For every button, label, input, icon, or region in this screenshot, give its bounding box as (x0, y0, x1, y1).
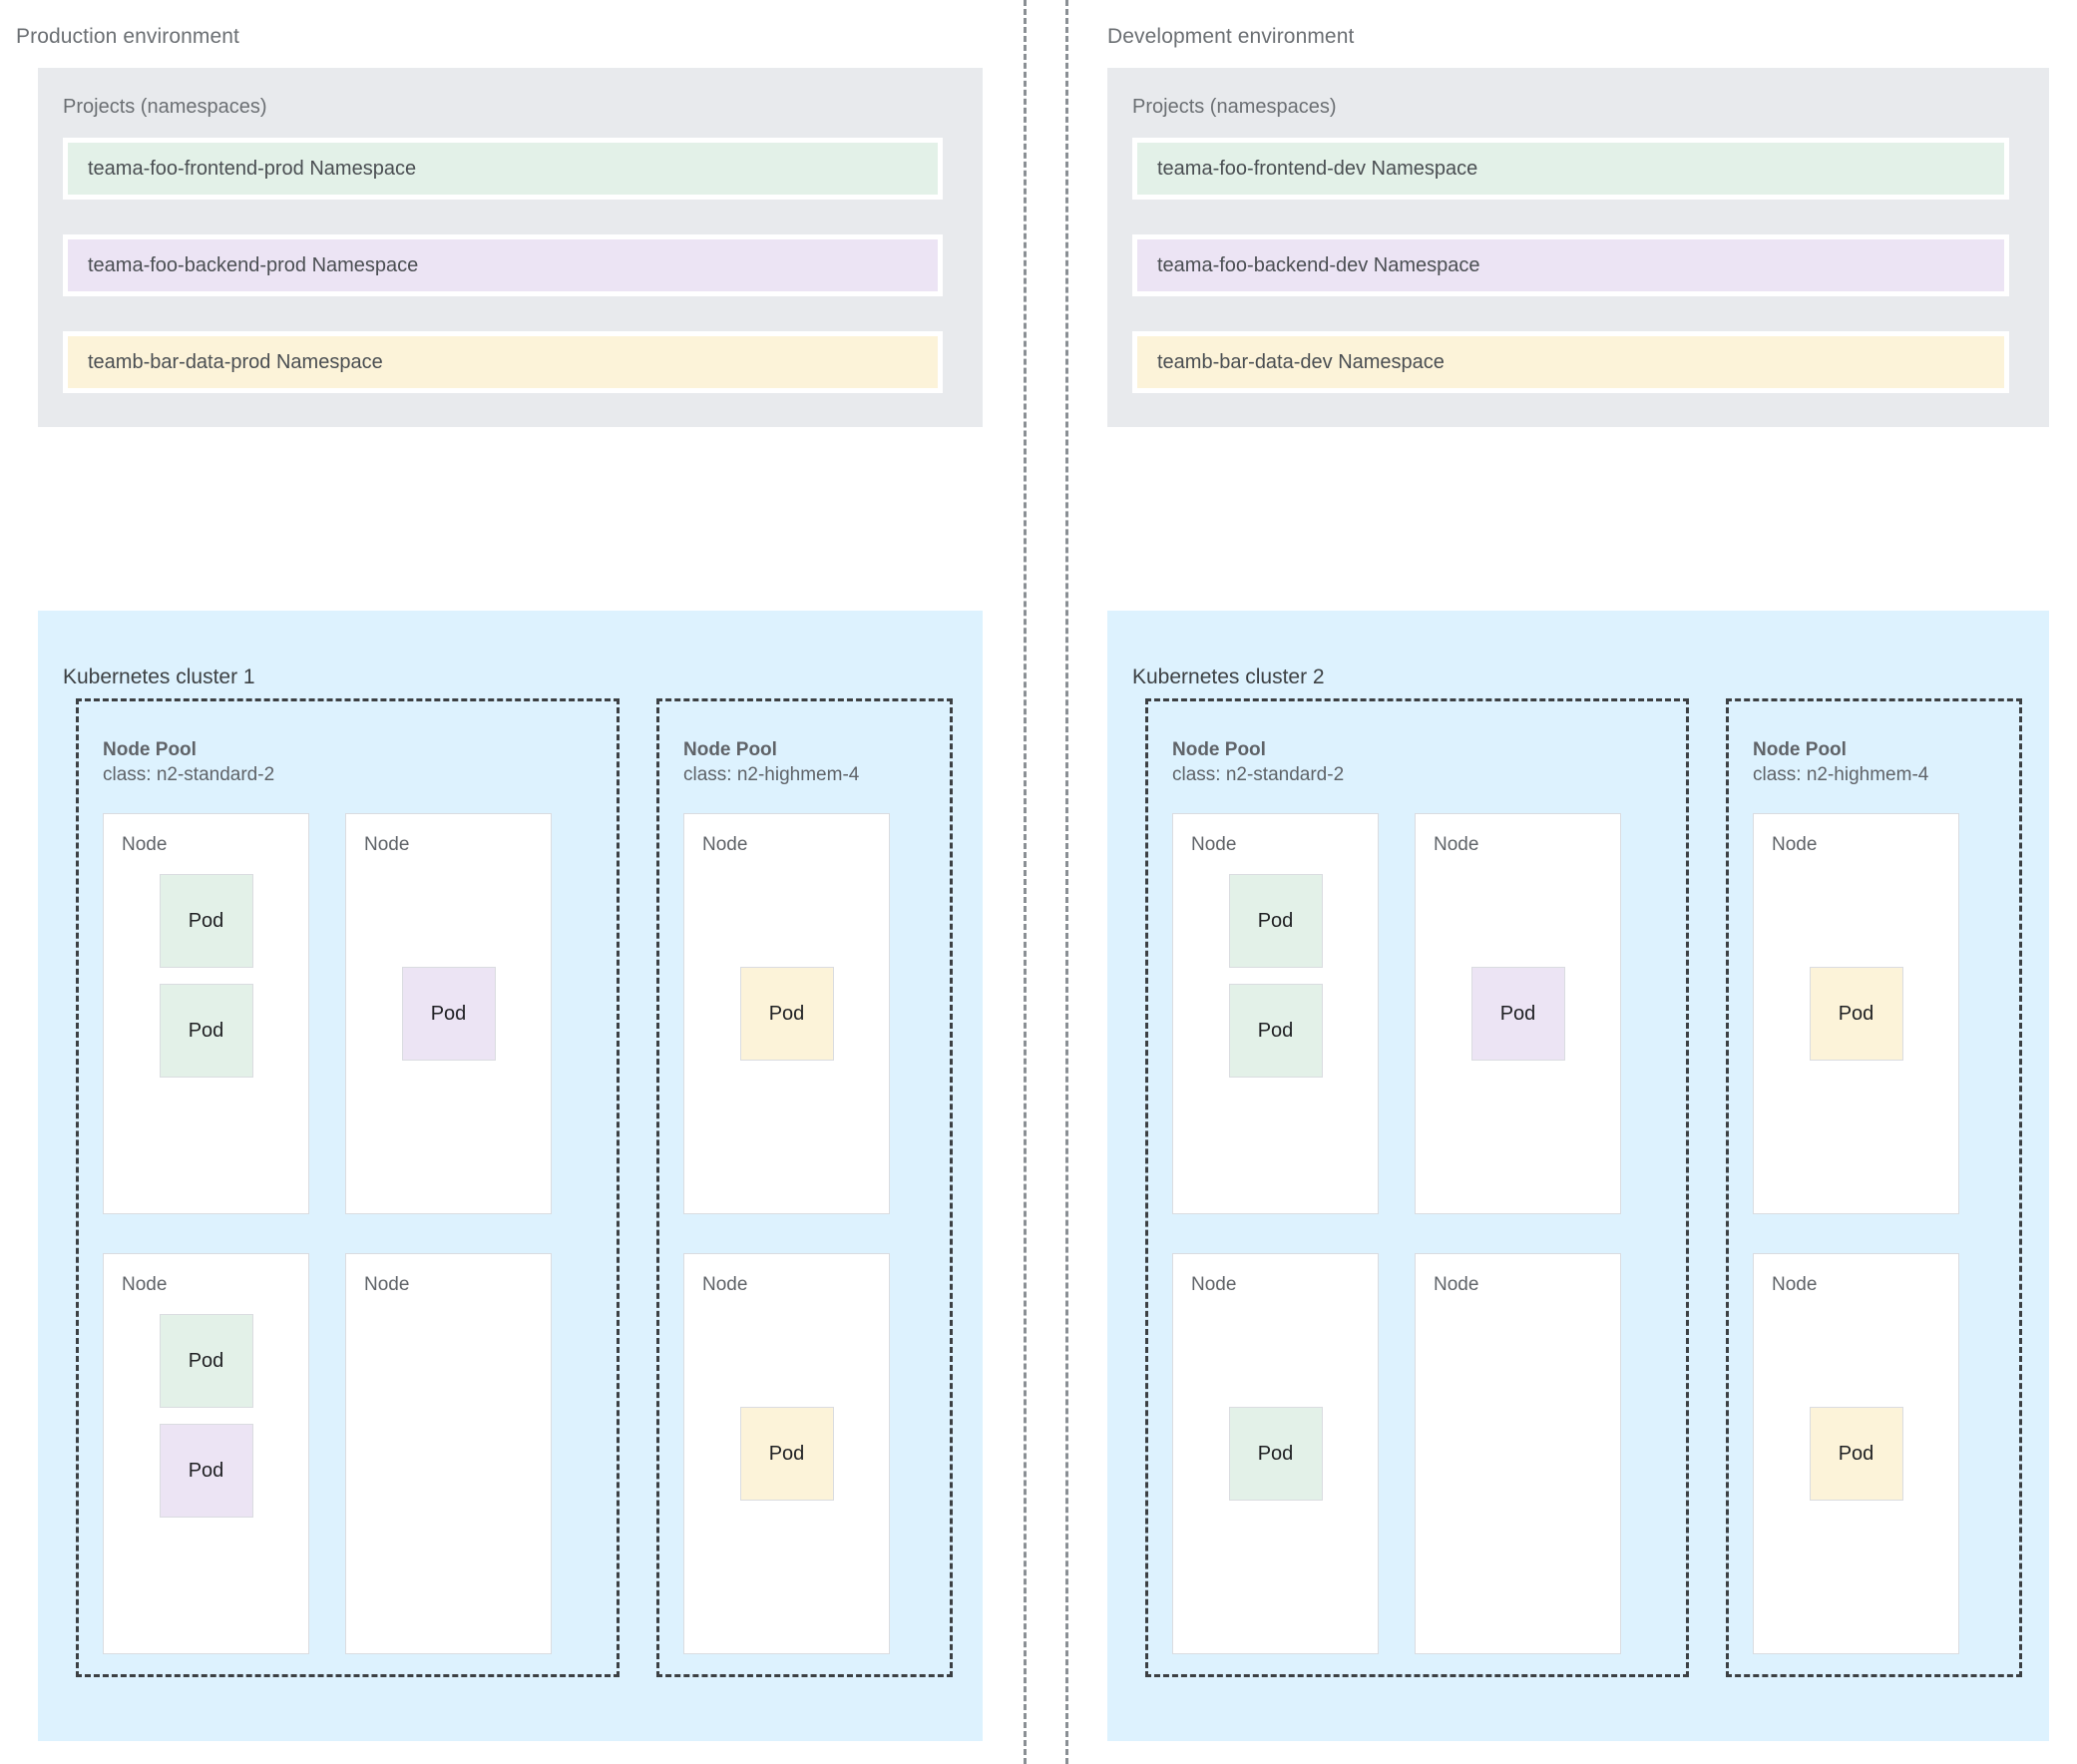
pod[interactable]: Pod (159, 1424, 253, 1519)
node-pool-header: Node Pool class: n2-standard-2 (103, 737, 617, 787)
node-pool-class: class: n2-standard-2 (103, 764, 275, 786)
node-label: Node (1434, 1274, 1479, 1296)
node-pool-name: Node Pool (683, 739, 777, 760)
node-label: Node (1191, 1274, 1237, 1296)
node-pool-header: Node Pool class: n2-standard-2 (1172, 737, 1686, 787)
pod[interactable]: Pod (1809, 967, 1903, 1062)
environment-divider-line-left (1024, 0, 1027, 1764)
environment-divider-line-right (1065, 0, 1068, 1764)
node-pool-class: class: n2-highmem-4 (1753, 764, 1929, 786)
cluster-title: Kubernetes cluster 2 (1132, 665, 1325, 688)
namespace-box[interactable]: teama-foo-backend-dev Namespace (1132, 234, 2009, 296)
pod[interactable]: Pod (1228, 874, 1323, 969)
node-label: Node (702, 834, 748, 856)
node-label: Node (1191, 834, 1237, 856)
node[interactable]: Node (1415, 1253, 1621, 1655)
node-label: Node (364, 834, 410, 856)
pod[interactable]: Pod (1228, 1407, 1323, 1502)
environment-production: Production environment Projects (namespa… (0, 0, 1024, 1764)
pod-container: Pod Pod (104, 874, 308, 1213)
node-pool: Node Pool class: n2-standard-2 Node Pod … (76, 698, 620, 1677)
pod[interactable]: Pod (401, 967, 496, 1062)
node-pool-header: Node Pool class: n2-highmem-4 (683, 737, 950, 787)
namespace-list: teama-foo-frontend-prod Namespace teama-… (63, 138, 943, 393)
kubernetes-cluster: Kubernetes cluster 2 Node Pool class: n2… (1107, 611, 2049, 1741)
projects-panel-title: Projects (namespaces) (63, 96, 267, 118)
node[interactable]: Node Pod Pod (103, 1253, 309, 1655)
node-pool: Node Pool class: n2-highmem-4 Node Pod N… (1726, 698, 2022, 1677)
projects-panel: Projects (namespaces) teama-foo-frontend… (1107, 68, 2049, 427)
pod[interactable]: Pod (159, 1314, 253, 1409)
node[interactable]: Node (345, 1253, 552, 1655)
pod-container: Pod Pod (1173, 874, 1378, 1213)
namespace-box[interactable]: teama-foo-frontend-prod Namespace (63, 138, 943, 200)
node-grid: Node Pod Node Pod (1729, 813, 2019, 1655)
pod[interactable]: Pod (1809, 1407, 1903, 1502)
pod-container: Pod (684, 814, 889, 1213)
projects-panel: Projects (namespaces) teama-foo-frontend… (38, 68, 983, 427)
node[interactable]: Node Pod (1415, 813, 1621, 1215)
pod-container: Pod (1754, 1254, 1958, 1653)
node-grid: Node Pod Pod Node Pod Node (79, 813, 617, 1655)
node[interactable]: Node Pod (1753, 813, 1959, 1215)
pod-container (1416, 1314, 1620, 1653)
node-pool-name: Node Pool (103, 739, 197, 760)
kubernetes-cluster: Kubernetes cluster 1 Node Pool class: n2… (38, 611, 983, 1741)
pod-container: Pod (1754, 814, 1958, 1213)
node[interactable]: Node Pod (683, 813, 890, 1215)
node-grid: Node Pod Pod Node Pod Node (1148, 813, 1686, 1655)
pod-container: Pod (684, 1254, 889, 1653)
node-label: Node (122, 1274, 168, 1296)
pod[interactable]: Pod (739, 1407, 834, 1502)
pod[interactable]: Pod (1228, 984, 1323, 1079)
node[interactable]: Node Pod (1753, 1253, 1959, 1655)
node-pool: Node Pool class: n2-standard-2 Node Pod … (1145, 698, 1689, 1677)
pod[interactable]: Pod (159, 984, 253, 1079)
pod-container: Pod (346, 814, 551, 1213)
namespace-box[interactable]: teamb-bar-data-prod Namespace (63, 331, 943, 393)
pod[interactable]: Pod (1470, 967, 1565, 1062)
node[interactable]: Node Pod Pod (103, 813, 309, 1215)
environment-development: Development environment Projects (namesp… (1107, 0, 2077, 1764)
pod-container: Pod (1173, 1254, 1378, 1653)
projects-panel-title: Projects (namespaces) (1132, 96, 1337, 118)
node-pool-name: Node Pool (1753, 739, 1847, 760)
node-pool: Node Pool class: n2-highmem-4 Node Pod N… (656, 698, 953, 1677)
namespace-box[interactable]: teama-foo-frontend-dev Namespace (1132, 138, 2009, 200)
namespace-box[interactable]: teama-foo-backend-prod Namespace (63, 234, 943, 296)
node-label: Node (1772, 834, 1818, 856)
node-pool-class: class: n2-standard-2 (1172, 764, 1345, 786)
node-pool-header: Node Pool class: n2-highmem-4 (1753, 737, 2019, 787)
node-label: Node (1772, 1274, 1818, 1296)
environment-title: Production environment (16, 25, 239, 48)
node-grid: Node Pod Node Pod (659, 813, 950, 1655)
environment-title: Development environment (1107, 25, 1355, 48)
node[interactable]: Node Pod Pod (1172, 813, 1379, 1215)
namespace-box[interactable]: teamb-bar-data-dev Namespace (1132, 331, 2009, 393)
pod-container: Pod Pod (104, 1314, 308, 1653)
pod-container (346, 1314, 551, 1653)
node[interactable]: Node Pod (683, 1253, 890, 1655)
namespace-list: teama-foo-frontend-dev Namespace teama-f… (1132, 138, 2009, 393)
node-pool-container: Node Pool class: n2-standard-2 Node Pod … (1145, 698, 2024, 1677)
cluster-title: Kubernetes cluster 1 (63, 665, 255, 688)
node-pool-name: Node Pool (1172, 739, 1266, 760)
node[interactable]: Node Pod (345, 813, 552, 1215)
pod[interactable]: Pod (739, 967, 834, 1062)
node-label: Node (1434, 834, 1479, 856)
node-pool-class: class: n2-highmem-4 (683, 764, 860, 786)
pod-container: Pod (1416, 814, 1620, 1213)
node-label: Node (702, 1274, 748, 1296)
node-pool-container: Node Pool class: n2-standard-2 Node Pod … (76, 698, 958, 1677)
node[interactable]: Node Pod (1172, 1253, 1379, 1655)
node-label: Node (364, 1274, 410, 1296)
node-label: Node (122, 834, 168, 856)
pod[interactable]: Pod (159, 874, 253, 969)
